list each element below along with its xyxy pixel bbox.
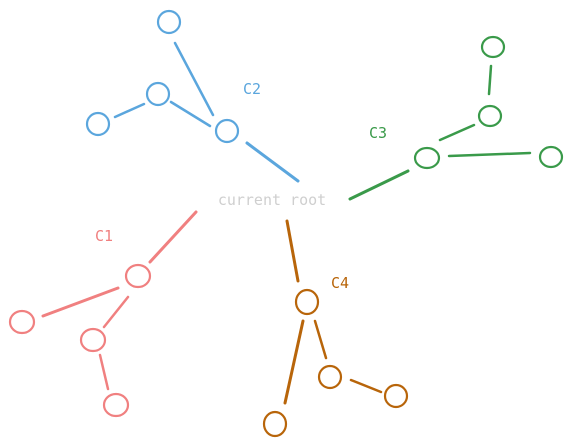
c4-node-mid [317, 364, 343, 390]
edge-c4-down [313, 319, 328, 360]
c4-node-bottom [262, 410, 288, 438]
edge-root-c3 [348, 169, 410, 201]
cluster-label-c4: C4 [331, 274, 349, 292]
edge-c2-top [173, 41, 215, 117]
c3-node-right [538, 145, 564, 169]
cluster-c1: C1 [8, 210, 198, 418]
c2-node-left [85, 111, 111, 137]
edge-c1-down [102, 295, 130, 329]
edge-c2-left [113, 102, 146, 119]
c1-node-left [8, 309, 36, 335]
edge-c1-bottom [98, 353, 110, 391]
cluster-c3: C3 [348, 35, 564, 201]
edge-c4-left [283, 319, 305, 405]
edge-root-c2 [245, 141, 300, 183]
edge-c2-mid [169, 100, 212, 128]
edge-c4-right [349, 378, 383, 394]
c2-node-root [214, 118, 240, 144]
cluster-label-c1: C1 [95, 227, 113, 245]
c1-node-bottom [102, 392, 130, 418]
edge-c3-top [487, 64, 493, 96]
edge-root-c4 [285, 219, 300, 283]
cluster-label-c2: C2 [243, 80, 261, 98]
cluster-c4: C4 [262, 219, 409, 438]
c3-node-root [413, 146, 441, 170]
root-label: current root [218, 191, 326, 209]
cluster-label-c3: C3 [369, 124, 387, 142]
c2-node-top [156, 9, 182, 35]
c2-node-mid [145, 81, 171, 107]
edge-c3-right [447, 151, 532, 158]
edge-root-c1 [148, 210, 198, 264]
c3-node-upper [477, 104, 503, 128]
cluster-c2: C2 [85, 9, 300, 183]
c4-node-right [383, 383, 409, 409]
c1-node-root [124, 263, 152, 289]
c4-node-root [294, 288, 320, 316]
edge-c1-left [41, 286, 120, 318]
c1-node-mid [79, 327, 107, 353]
edge-c3-upper [438, 123, 476, 142]
c3-node-top [480, 35, 506, 59]
